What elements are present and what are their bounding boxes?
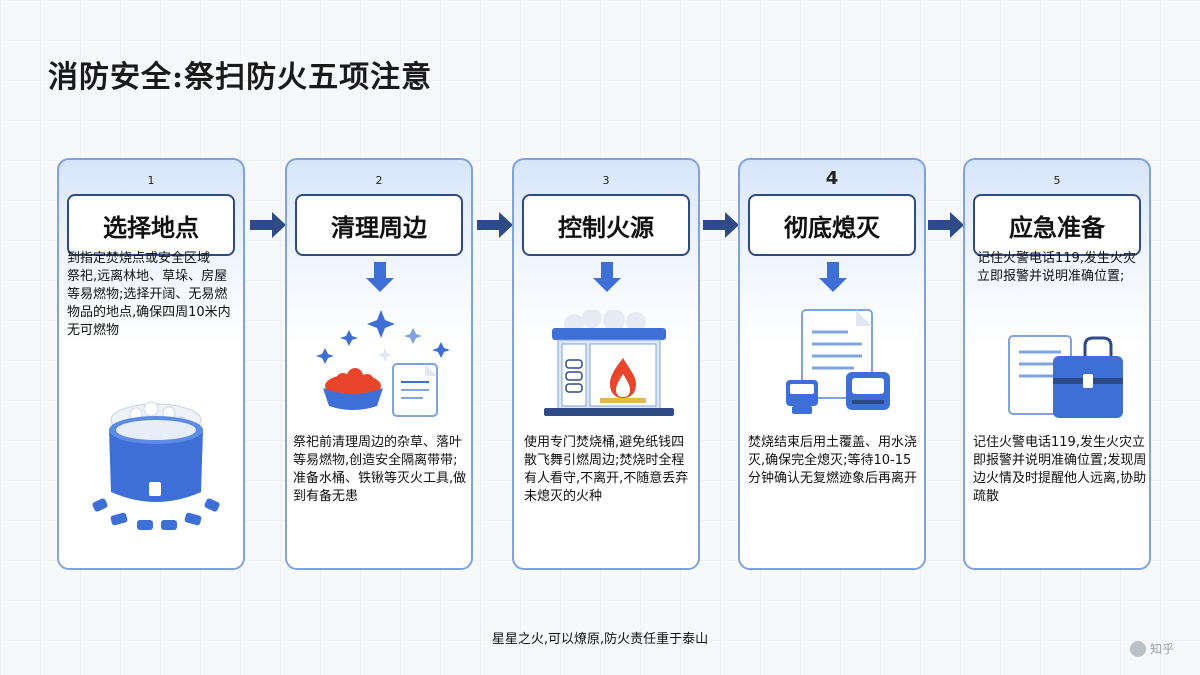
arrow-right-icon — [475, 210, 515, 240]
arrow-right-icon — [926, 210, 966, 240]
arrow-right-icon — [248, 210, 288, 240]
arrow-down-icon — [592, 260, 622, 294]
step-label: 控制火源 — [558, 212, 654, 242]
step-label-box: 控制火源 — [522, 194, 690, 256]
clipboard-toolbox-icon — [1005, 332, 1125, 428]
step-label-box: 选择地点 — [67, 194, 235, 256]
step-number: 2 — [375, 174, 383, 187]
document-bucket-icon — [784, 308, 894, 420]
step-description-top: 记住火警电话119,发生火灾立即报警并说明准确位置; — [977, 251, 1136, 284]
step-card-2: 2 清理周边 祭祀前清理周边的杂草、落叶等易燃物,创造安全隔离带带;准备水桶、铁… — [285, 158, 473, 570]
page-title: 消防安全:祭扫防火五项注意 — [48, 60, 433, 95]
fireplace-icon — [544, 310, 674, 416]
step-card-3: 3 控制火源 使用专门焚烧桶,避免纸钱四散飞舞引燃周边;焚烧时全程有人看守,不离… — [512, 158, 700, 570]
arrow-right-icon — [701, 210, 741, 240]
arrow-down-icon — [365, 260, 395, 294]
step-number: 5 — [1053, 174, 1061, 187]
fire-pit-icon — [81, 400, 231, 540]
arrow-down-icon — [818, 260, 848, 294]
basket-document-icon — [313, 308, 453, 418]
step-description: 焚烧结束后用土覆盖、用水浇灭,确保完全熄灭;等待10-15分钟确认无复燃迹象后再… — [748, 435, 918, 486]
step-number: 4 — [825, 168, 839, 189]
step-description: 到指定焚烧点或安全区域 祭祀,远离林地、草垛、房屋等易燃物;选择开阔、无易燃物品… — [67, 251, 231, 338]
step-label: 选择地点 — [103, 212, 199, 242]
step-card-4: 4 彻底熄灭 焚烧结束后用土覆盖、用水浇灭,确保完全熄灭;等待10-15分钟确认… — [738, 158, 926, 570]
step-description: 记住火警电话119,发生火灾立即报警并说明准确位置;发现周边火情及时提醒他人远离… — [973, 435, 1147, 504]
step-description: 使用专门焚烧桶,避免纸钱四散飞舞引燃周边;焚烧时全程有人看守,不离开,不随意丢弃… — [524, 435, 689, 504]
step-number: 3 — [602, 174, 610, 187]
watermark: 知乎 — [1129, 640, 1174, 657]
step-number: 1 — [147, 174, 155, 187]
step-label-box: 应急准备 — [973, 194, 1141, 256]
step-card-5: 5 应急准备 记住火警电话119,发生火灾立即报警并说明准确位置; 记住火警电话… — [963, 158, 1151, 570]
step-label-box: 清理周边 — [295, 194, 463, 256]
watermark-text: 知乎 — [1149, 642, 1174, 656]
step-label: 彻底熄灭 — [784, 212, 880, 242]
step-label: 应急准备 — [1009, 212, 1105, 242]
footer-slogan: 星星之火,可以燎原,防火责任重于泰山 — [491, 632, 709, 647]
step-label: 清理周边 — [331, 212, 427, 242]
zhihu-logo-icon — [1129, 640, 1146, 657]
step-label-box: 彻底熄灭 — [748, 194, 916, 256]
step-card-1: 1 选择地点 到指定焚烧点或安全区域 祭祀,远离林地、草垛、房屋等易燃物;选择开… — [57, 158, 245, 570]
step-description: 祭祀前清理周边的杂草、落叶等易燃物,创造安全隔离带带;准备水桶、铁锹等灭火工具,… — [293, 435, 467, 504]
